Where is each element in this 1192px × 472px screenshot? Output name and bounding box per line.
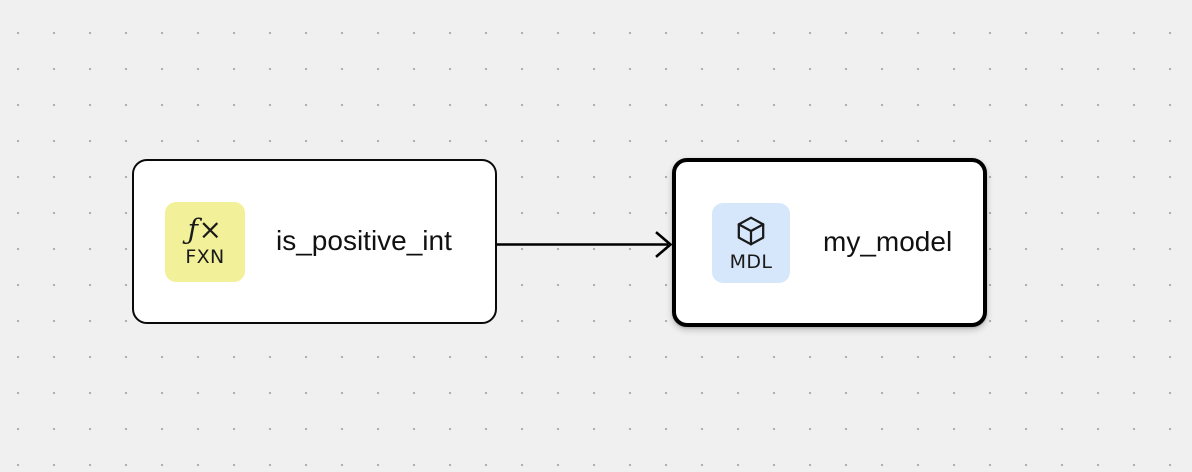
function-fx-icon: ƒ× xyxy=(187,213,223,246)
node-type-badge-fxn: ƒ× FXN xyxy=(165,201,245,282)
node-type-abbr: FXN xyxy=(185,246,225,268)
edge-arrowhead-icon xyxy=(655,231,673,258)
node-is-positive-int[interactable]: ƒ× FXN is_positive_int xyxy=(132,159,497,324)
node-title: is_positive_int xyxy=(276,225,452,257)
edge-is_positive_int-my_model[interactable] xyxy=(497,231,673,258)
node-type-abbr: MDL xyxy=(729,250,773,273)
cube-box-icon xyxy=(737,216,765,245)
node-my-model[interactable]: MDL my_model xyxy=(672,158,987,327)
node-type-badge-mdl: MDL xyxy=(712,202,790,283)
node-title: my_model xyxy=(823,226,953,258)
